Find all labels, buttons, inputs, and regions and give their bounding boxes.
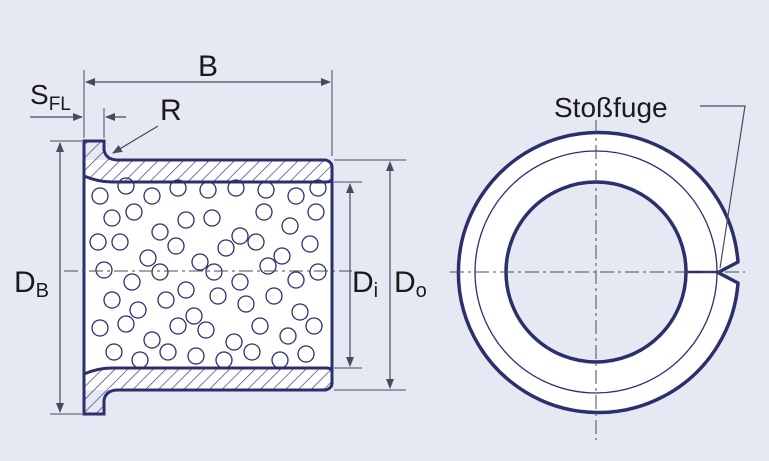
pore-circle bbox=[287, 271, 305, 289]
pore-circle bbox=[129, 301, 147, 319]
label-db: DB bbox=[14, 266, 49, 302]
pore-circle bbox=[143, 187, 161, 205]
pore-circle bbox=[287, 187, 305, 205]
pore-circle bbox=[231, 227, 249, 245]
pore-circle bbox=[199, 181, 217, 199]
pore-circle bbox=[237, 295, 255, 313]
pore-circle bbox=[265, 287, 283, 305]
pore-circle bbox=[247, 233, 265, 251]
label-do: Do bbox=[394, 266, 427, 302]
pore-circle bbox=[111, 233, 129, 251]
pore-circle bbox=[125, 203, 143, 221]
pore-circle bbox=[123, 273, 141, 291]
pore-circle bbox=[167, 237, 185, 255]
bottom-wall-hatch bbox=[82, 366, 334, 416]
pore-circle bbox=[91, 187, 109, 205]
pore-circle bbox=[273, 247, 291, 265]
pore-circle bbox=[143, 331, 161, 349]
pore-circle bbox=[157, 291, 175, 309]
pore-circle bbox=[103, 209, 121, 227]
label-stossfuge: Stoßfuge bbox=[554, 92, 668, 123]
porous-structure bbox=[89, 177, 327, 369]
pore-circle bbox=[103, 291, 121, 309]
pore-circle bbox=[191, 253, 209, 271]
pore-circle bbox=[297, 345, 315, 363]
pore-circle bbox=[281, 217, 299, 235]
label-r: R bbox=[160, 94, 182, 127]
pore-circle bbox=[243, 343, 261, 361]
pore-circle bbox=[301, 235, 319, 253]
pore-circle bbox=[215, 351, 233, 369]
pore-circle bbox=[209, 287, 227, 305]
stossfuge-leader bbox=[700, 105, 746, 269]
pore-circle bbox=[217, 239, 235, 257]
pore-circle bbox=[151, 263, 169, 281]
pore-circle bbox=[305, 317, 323, 335]
pore-circle bbox=[231, 273, 249, 291]
pore-circle bbox=[271, 351, 289, 369]
pore-circle bbox=[177, 211, 195, 229]
top-wall-hatch bbox=[82, 139, 334, 184]
pore-circle bbox=[197, 321, 215, 339]
pore-circle bbox=[259, 257, 277, 275]
pore-circle bbox=[185, 307, 203, 325]
pore-circle bbox=[117, 315, 135, 333]
pore-circle bbox=[203, 209, 221, 227]
pore-circle bbox=[131, 351, 149, 369]
pore-circle bbox=[307, 203, 325, 221]
pore-circle bbox=[309, 263, 327, 281]
label-sfl: SFL bbox=[30, 79, 71, 115]
end-view: Stoßfuge bbox=[450, 92, 746, 440]
pore-circle bbox=[159, 343, 177, 361]
pore-circle bbox=[205, 263, 223, 281]
pore-circle bbox=[291, 303, 309, 321]
pore-circle bbox=[89, 233, 107, 251]
pore-circle bbox=[151, 223, 169, 241]
pore-circle bbox=[91, 319, 109, 337]
label-b: B bbox=[198, 50, 218, 83]
dim-r-leader bbox=[112, 125, 159, 154]
pore-circle bbox=[251, 317, 269, 335]
pore-circle bbox=[95, 261, 113, 279]
section-view: B SFL R DB Di Do bbox=[14, 50, 427, 416]
pore-circle bbox=[187, 347, 205, 365]
pore-circle bbox=[105, 343, 123, 361]
pore-circle bbox=[169, 317, 187, 335]
pore-circle bbox=[255, 203, 273, 221]
pore-circle bbox=[177, 281, 195, 299]
pore-circle bbox=[257, 181, 275, 199]
pore-circle bbox=[225, 333, 243, 351]
label-di: Di bbox=[352, 266, 378, 302]
pore-circle bbox=[139, 249, 157, 267]
pore-circle bbox=[279, 327, 297, 345]
